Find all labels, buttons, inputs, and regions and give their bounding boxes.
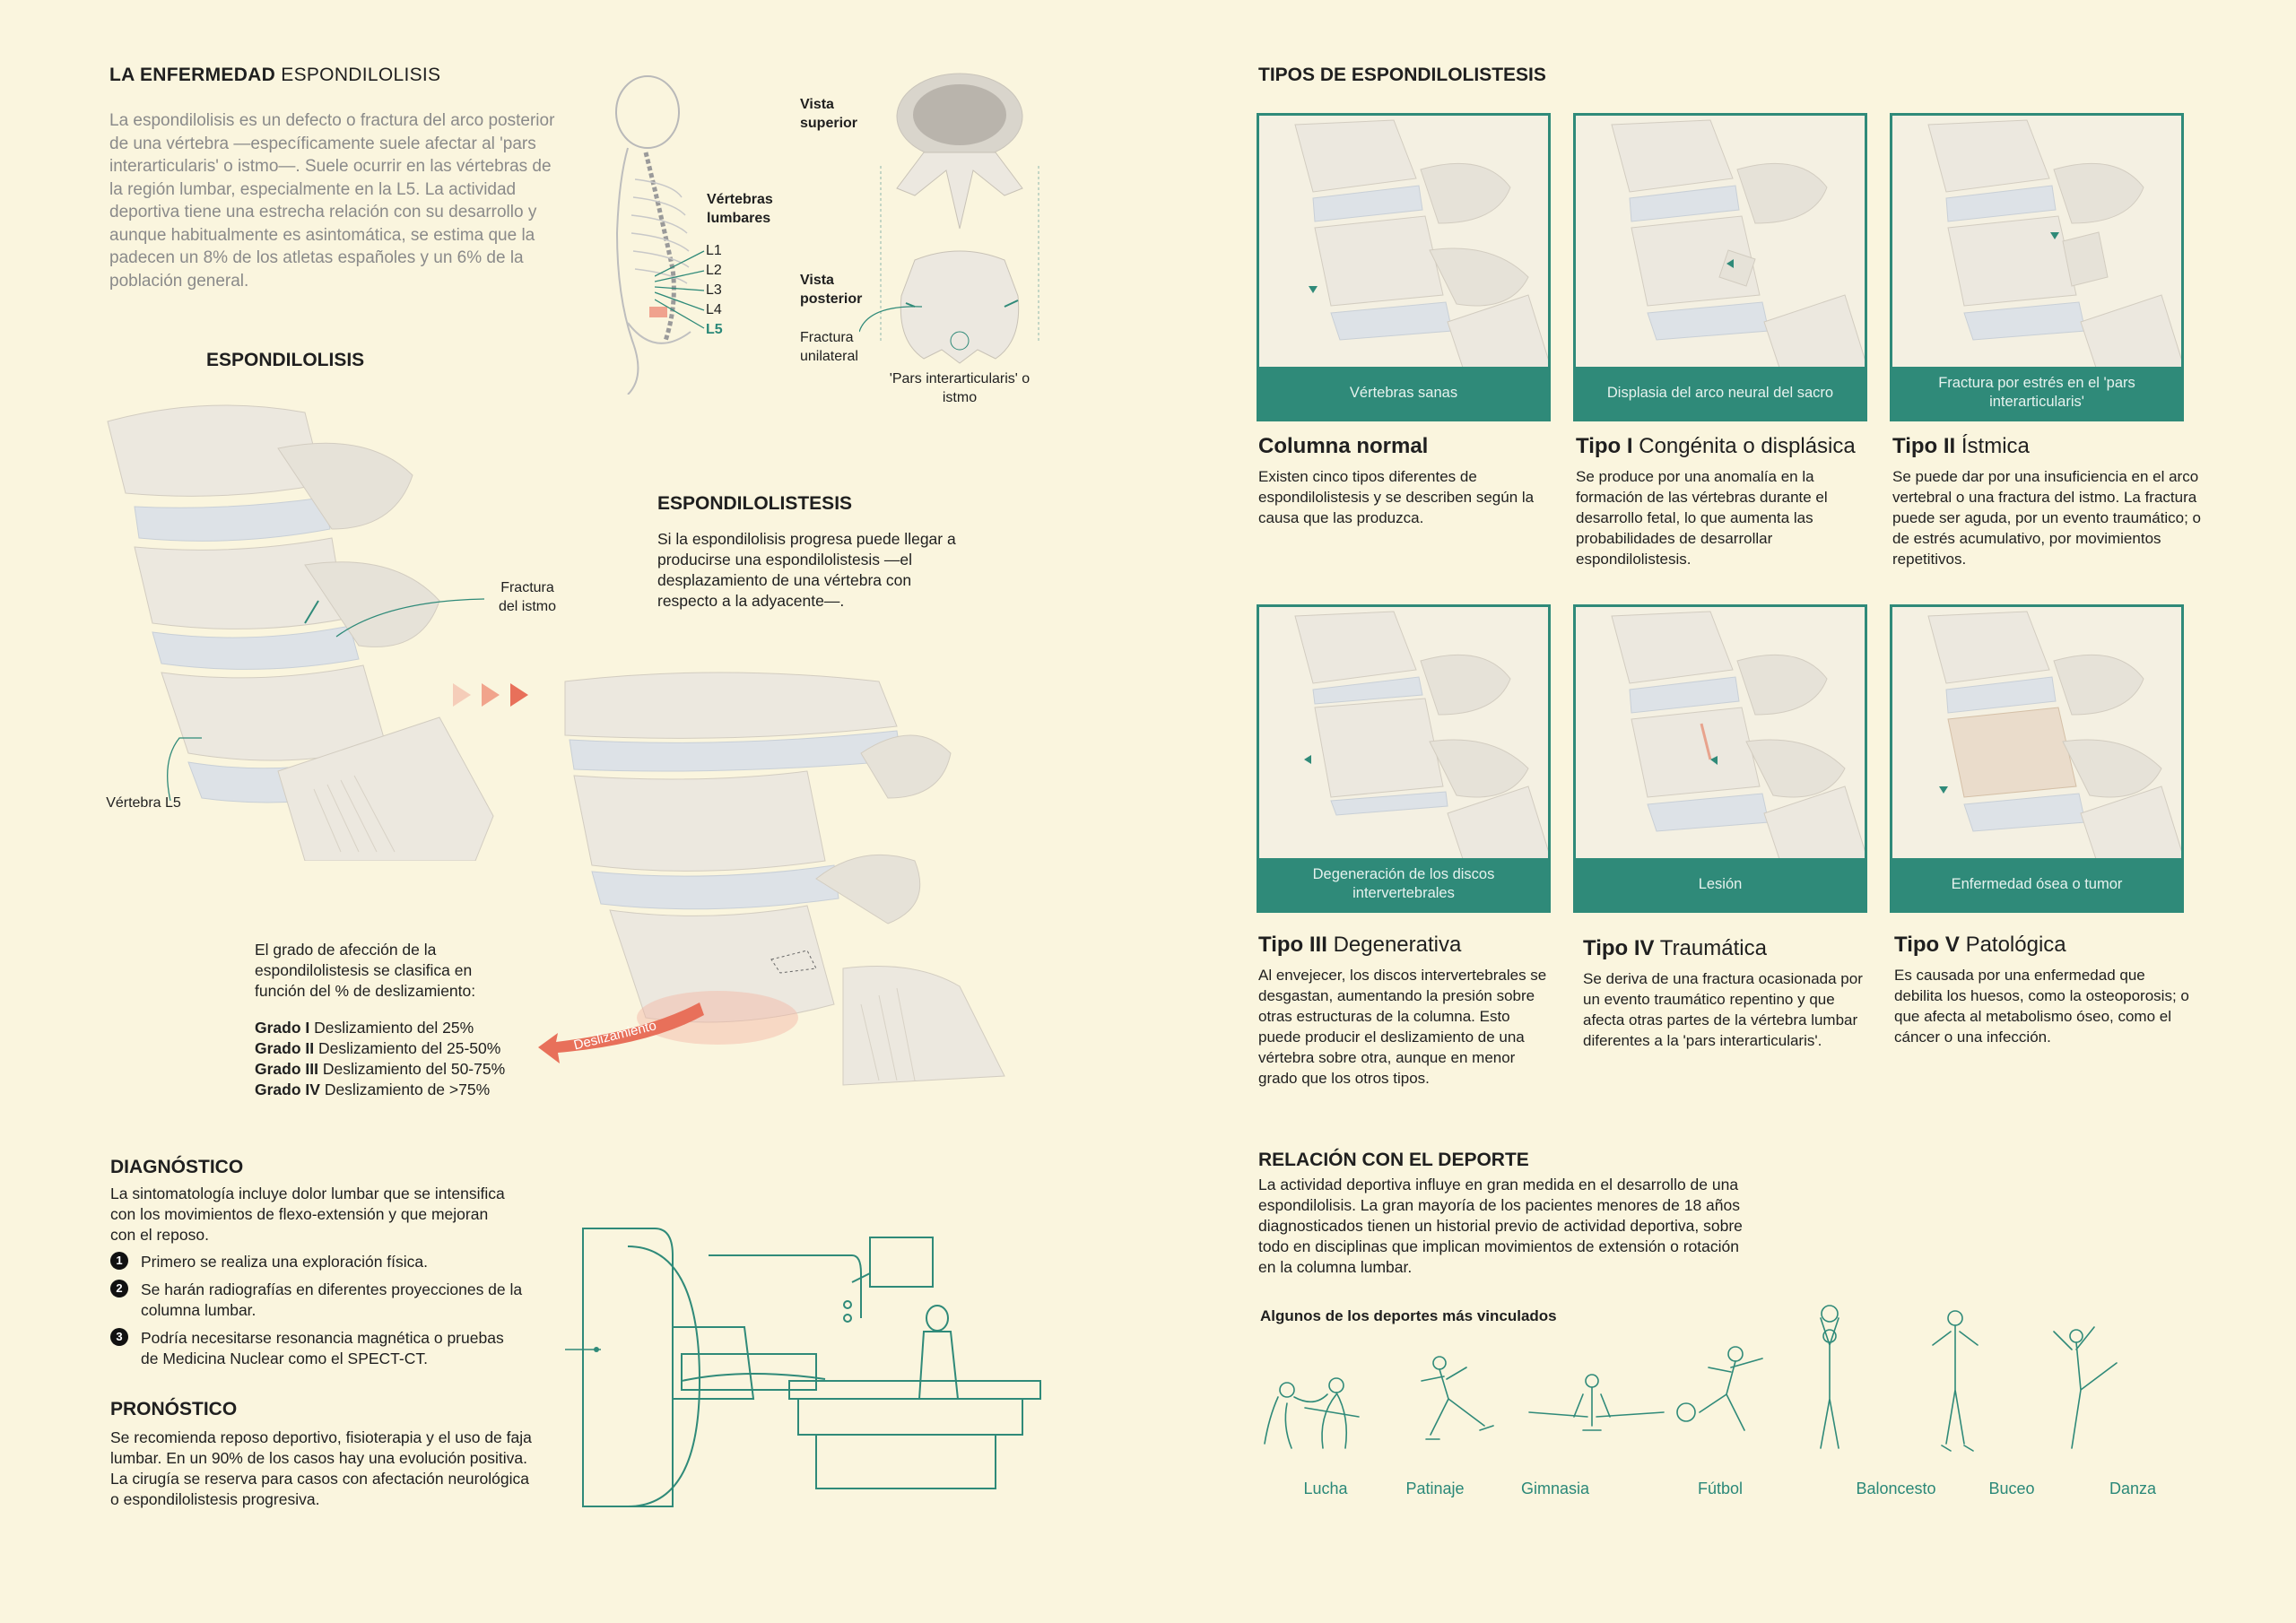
lucha-icon <box>1264 1377 1360 1449</box>
spine-tipo5-illustration <box>1927 611 2181 867</box>
grade-3: Grado III Deslizamiento del 50-75% <box>255 1060 506 1078</box>
sport-danza: Danza <box>2109 1480 2157 1497</box>
grade-4: Grado IV Deslizamiento de >75% <box>255 1081 491 1098</box>
title-bold: LA ENFERMEDAD <box>109 65 276 85</box>
deporte-text: La actividad deportiva influye en gran m… <box>1258 1176 1743 1276</box>
panel-caption: Displasia del arco neural del sacro <box>1576 367 1865 419</box>
sport-buceo: Buceo <box>1988 1480 2035 1497</box>
lumbar-leader-lines <box>655 250 705 329</box>
diagnostico-text: La sintomatología incluye dolor lumbar q… <box>110 1185 505 1244</box>
panel-caption: Lesión <box>1576 858 1865 910</box>
panel-tipo-5: Enfermedad ósea o tumor <box>1890 604 2184 913</box>
type-desc: Se produce por una anomalía en la formac… <box>1576 468 1828 568</box>
grade-1: Grado I Deslizamiento del 25% <box>255 1019 474 1037</box>
vertebra-views-illustration <box>880 73 1039 364</box>
fractura-unilateral-leader <box>859 306 923 333</box>
level-l3: L3 <box>706 282 722 298</box>
deportes-subtitle: Algunos de los deportes más vinculados <box>1260 1307 1557 1324</box>
type-3-block: Tipo III Degenerativa Al envejecer, los … <box>1258 933 1554 1089</box>
grade-intro: El grado de afección de la espondilolist… <box>255 941 476 1000</box>
panel-tipo-3: Degeneración de los discos intervertebra… <box>1257 604 1551 913</box>
skeleton-illustration <box>615 75 691 395</box>
tipos-title: TIPOS DE ESPONDILOLISTESIS <box>1258 65 1546 85</box>
panel-columna-normal: Vértebras sanas <box>1257 113 1551 421</box>
espondilolistesis-title: ESPONDILOLISTESIS <box>657 493 853 514</box>
sport-patinaje: Patinaje <box>1405 1480 1465 1497</box>
panel-caption: Degeneración de los discos intervertebra… <box>1259 858 1548 910</box>
sports-illustrations <box>1264 1305 2118 1452</box>
buceo-icon <box>1932 1310 1979 1452</box>
baloncesto-icon <box>1820 1305 1839 1449</box>
panel-tipo-1: Displasia del arco neural del sacro <box>1573 113 1867 421</box>
panel-tipo-4: Lesión <box>1573 604 1867 913</box>
vista-superior-label: Vista superior <box>800 97 858 131</box>
grade-list: Grado I Deslizamiento del 25% Grado II D… <box>255 1018 505 1100</box>
level-l1: L1 <box>706 243 722 258</box>
type-desc: Al envejecer, los discos intervertebrale… <box>1258 967 1547 1087</box>
sport-lucha: Lucha <box>1303 1480 1348 1497</box>
spine-normal-illustration <box>1294 119 1548 376</box>
type-desc: Existen cinco tipos diferentes de espond… <box>1258 468 1535 526</box>
type-2-block: Tipo II Ístmica Se puede dar por una ins… <box>1892 434 2206 569</box>
spine-tipo3-illustration <box>1294 611 1548 867</box>
panel-caption: Enfermedad ósea o tumor <box>1892 858 2181 910</box>
type-desc: Es causada por una enfermedad que debili… <box>1894 967 2189 1046</box>
deporte-title: RELACIÓN CON EL DEPORTE <box>1258 1150 1529 1170</box>
scanner-illustration <box>565 1228 1041 1507</box>
pronostico-title: PRONÓSTICO <box>110 1399 238 1419</box>
intro-text: La espondilolisis es un defecto o fractu… <box>109 111 555 291</box>
type-4-block: Tipo IV Traumática Se deriva de una frac… <box>1583 936 1879 1051</box>
type-5-block: Tipo V Patológica Es causada por una enf… <box>1894 933 2189 1046</box>
espondilolisis-title: ESPONDILOLISIS <box>206 350 365 370</box>
vertebras-lumbares-label: Vértebras lumbares <box>707 192 773 226</box>
spine-tipo4-illustration <box>1611 611 1865 867</box>
fractura-istmo-label: Fractura del istmo <box>498 580 557 614</box>
espondilolistesis-text: Si la espondilolisis progresa puede lleg… <box>657 530 956 610</box>
sport-futbol: Fútbol <box>1697 1480 1744 1497</box>
spine-tipo2-illustration <box>1927 119 2181 376</box>
pars-label: 'Pars interarticularis' o istmo <box>889 371 1031 405</box>
patinaje-icon <box>1421 1356 1494 1440</box>
type-desc: Se puede dar por una insuficiencia en el… <box>1892 468 2202 568</box>
panel-tipo-2: Fractura por estrés en el 'pars interart… <box>1890 113 2184 421</box>
pronostico-text: Se recomienda reposo deportivo, fisioter… <box>110 1428 532 1508</box>
type-normal-block: Columna normal Existen cinco tipos difer… <box>1258 434 1554 528</box>
vertebra-l5-leader <box>167 737 202 802</box>
gimnasia-icon <box>1528 1374 1665 1431</box>
vista-posterior-label: Vista posterior <box>800 273 863 307</box>
title-thin: ESPONDILOLISIS <box>281 65 441 85</box>
danza-icon <box>2053 1326 2118 1449</box>
page-title: LA ENFERMEDAD ESPONDILOLISIS <box>109 65 440 86</box>
deslizamiento-arrow <box>538 1002 704 1063</box>
diagnostico-title: DIAGNÓSTICO <box>110 1157 244 1177</box>
sport-baloncesto: Baloncesto <box>1856 1480 1936 1497</box>
espondilolisis-spine-illustration <box>107 404 494 861</box>
futbol-icon <box>1676 1346 1763 1431</box>
type-1-block: Tipo I Congénita o displásica Se produce… <box>1576 434 1872 569</box>
grade-2: Grado II Deslizamiento del 25-50% <box>255 1039 501 1057</box>
panel-caption: Vértebras sanas <box>1259 367 1548 419</box>
level-l4: L4 <box>706 302 722 317</box>
fractura-unilateral-label: Fractura unilateral <box>800 330 858 364</box>
progress-arrows <box>453 683 528 707</box>
sport-gimnasia: Gimnasia <box>1520 1480 1590 1497</box>
type-desc: Se deriva de una fractura ocasionada por… <box>1583 970 1863 1049</box>
fractura-istmo-leader <box>335 598 485 638</box>
spine-tipo1-illustration <box>1611 119 1865 376</box>
level-l5: L5 <box>706 322 723 337</box>
espondilolistesis-spine-illustration <box>564 672 1005 1086</box>
panel-caption: Fractura por estrés en el 'pars interart… <box>1892 367 2181 419</box>
vertebra-l5-label: Vértebra L5 <box>106 795 181 811</box>
level-l2: L2 <box>706 263 722 278</box>
